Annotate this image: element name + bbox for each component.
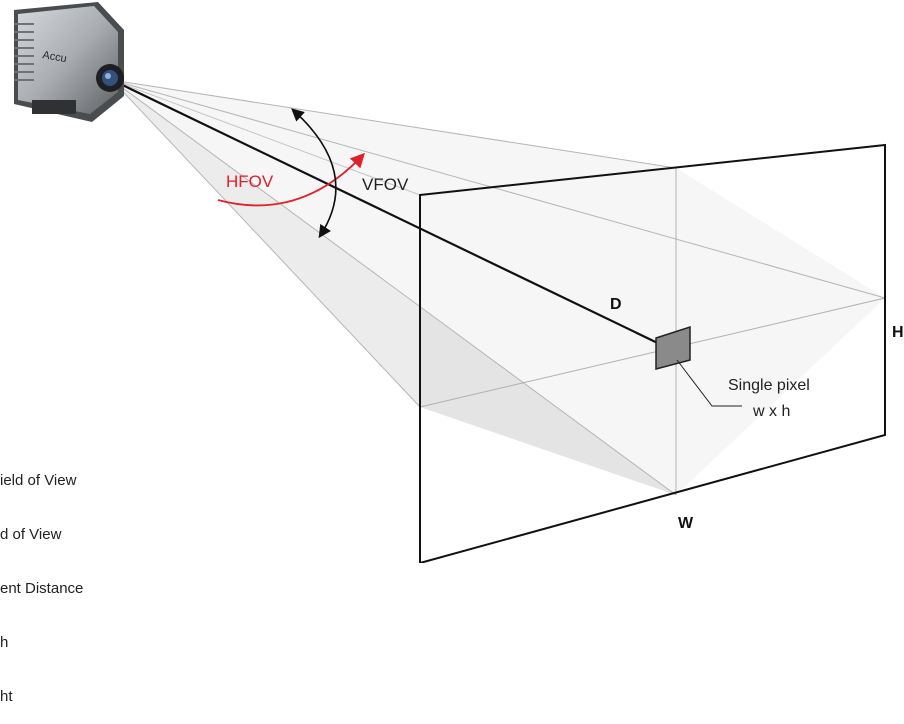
frustum-edge-top bbox=[111, 79, 677, 169]
frustum-edge-left bbox=[111, 79, 421, 408]
pixel-label: Single pixel bbox=[728, 377, 810, 394]
frustum-edge-bottom bbox=[111, 79, 677, 496]
hfov-label: HFOV bbox=[226, 172, 274, 191]
width-label: W bbox=[678, 515, 694, 532]
frustum-edge-mid bbox=[111, 79, 421, 196]
camera-brand: Accu bbox=[41, 49, 67, 65]
pixel-callout-line bbox=[676, 359, 742, 407]
pixel-size-label: w x h bbox=[752, 403, 790, 420]
legend: ield of View d of View ent Distance h ht bbox=[0, 436, 200, 724]
distance-line bbox=[111, 79, 669, 349]
frustum-edge-right bbox=[111, 79, 886, 299]
legend-item-distance: ent Distance bbox=[0, 580, 84, 597]
legend-item-height: ht bbox=[0, 688, 13, 705]
plane-horizontal-center bbox=[419, 297, 886, 408]
legend-item-width: h bbox=[0, 634, 9, 651]
field-of-view-diagram: Accu HFOV VFOV D W H Single pixel w x h bbox=[14, 2, 904, 563]
plane-frame bbox=[419, 143, 886, 563]
height-label: H bbox=[892, 324, 904, 341]
view-frustum bbox=[111, 79, 886, 496]
distance-label: D bbox=[610, 296, 622, 313]
vfov-arrow bbox=[291, 108, 337, 239]
heatsink-fins bbox=[14, 23, 34, 81]
vfov-label: VFOV bbox=[362, 175, 409, 194]
single-pixel bbox=[655, 325, 691, 370]
camera-icon: Accu bbox=[14, 2, 124, 122]
legend-item-vfov: d of View bbox=[0, 526, 62, 543]
legend-item-hfov: ield of View bbox=[0, 472, 77, 489]
